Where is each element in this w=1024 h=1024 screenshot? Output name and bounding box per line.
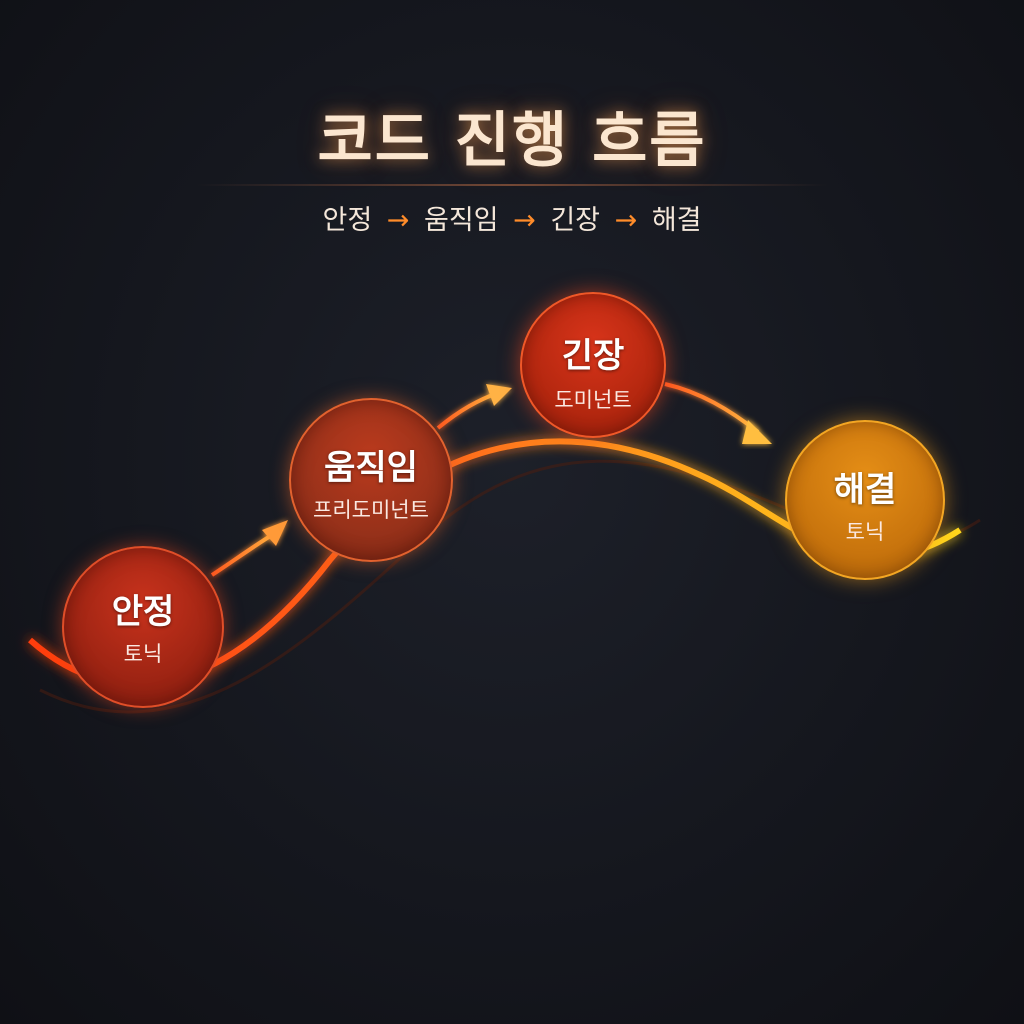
node-resolution-role: 토닉 xyxy=(845,520,885,544)
node-stability-name: 안정 xyxy=(111,592,175,632)
node-resolution: 해결 토닉 xyxy=(785,420,945,580)
connector-arrow-2 xyxy=(436,390,501,430)
summary-arrow-1: → xyxy=(386,205,410,236)
node-tension-role: 도미넌트 xyxy=(554,388,632,412)
arrowhead-2 xyxy=(486,384,512,406)
node-movement-role: 프리도미넌트 xyxy=(313,498,429,522)
node-tension-name: 긴장 xyxy=(561,336,625,376)
title-divider xyxy=(196,184,828,186)
progression-summary: 안정 → 움직임 → 긴장 → 해결 xyxy=(0,198,1024,237)
node-stability: 안정 토닉 xyxy=(62,546,224,708)
summary-step-resolution: 해결 xyxy=(651,205,702,236)
node-movement: 움직임 프리도미넌트 xyxy=(289,398,453,562)
summary-step-movement: 움직임 xyxy=(423,205,499,236)
arrowhead-1 xyxy=(262,520,288,546)
node-resolution-name: 해결 xyxy=(833,470,897,510)
summary-step-tension: 긴장 xyxy=(550,205,601,236)
connector-arrow-3 xyxy=(664,382,760,434)
node-movement-name: 움직임 xyxy=(324,448,418,488)
node-tension: 긴장 도미넌트 xyxy=(520,292,666,438)
summary-step-stability: 안정 xyxy=(322,205,373,236)
arrowhead-3 xyxy=(742,420,772,444)
summary-arrow-3: → xyxy=(614,205,638,236)
page-title: 코드 진행 흐름 xyxy=(317,106,707,176)
summary-arrow-2: → xyxy=(513,205,536,236)
node-stability-role: 토닉 xyxy=(123,642,163,666)
